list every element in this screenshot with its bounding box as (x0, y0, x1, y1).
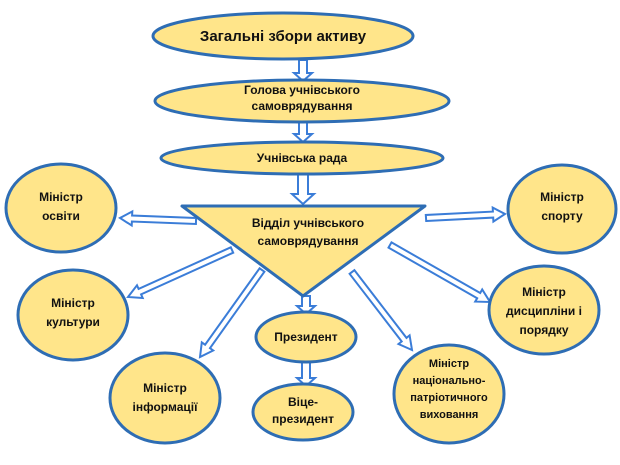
node-minister-patriotic-shape (392, 343, 506, 445)
node-minister-education-shape (4, 162, 118, 254)
node-head-line-2: самоврядування (252, 99, 353, 113)
node-vice-president-shape (251, 382, 355, 442)
node-president: Президент (254, 310, 358, 364)
node-minister-patriotic-line-3: патріотичного (410, 392, 488, 404)
node-president-label: Президент (274, 330, 338, 344)
arrows-layer (118, 59, 507, 388)
node-vice-president-line-1: Віце- (288, 395, 318, 409)
node-vice-president-label: Віце-президент (272, 395, 334, 426)
node-minister-patriotic: Міністр національно-патріотичного вихованн… (392, 343, 506, 445)
arrow-department-to-minister-patriotic (348, 268, 414, 352)
node-minister-discipline-shape (487, 264, 601, 356)
node-general-meeting-label: Загальні збори активу (200, 28, 367, 45)
node-minister-culture-label: Міністр культури (46, 296, 100, 329)
node-minister-information-shape (108, 351, 222, 445)
node-vice-president: Віце-президент (251, 382, 355, 442)
arrow-department-to-minister-sport (424, 205, 507, 224)
node-head-label: Голова учнівського самоврядування (244, 83, 360, 113)
node-department-label: Відділ учнівського самоврядування (252, 216, 364, 248)
node-general-meeting: Загальні збори активу (151, 11, 415, 61)
arrow-department-to-minister-education (118, 209, 198, 228)
arrow-head-to-council (291, 121, 315, 144)
node-minister-discipline-line-3: порядку (519, 323, 568, 337)
arrow-department-to-minister-culture (126, 245, 235, 300)
node-minister-education-line-1: Міністр (39, 190, 83, 204)
arrow-president-to-vice-president (294, 361, 318, 388)
node-department-line-2: самоврядування (258, 234, 359, 248)
node-council-shape (159, 140, 445, 176)
node-president-line-1: Президент (274, 330, 338, 344)
node-minister-sport-shape (506, 163, 618, 255)
arrow-general-meeting-to-head (291, 59, 315, 83)
node-minister-patriotic-label: Міністр національно-патріотичного вихованн… (410, 358, 488, 421)
node-minister-discipline-line-1: Міністр (522, 285, 566, 299)
node-general-meeting-line-1: Загальні збори активу (200, 28, 367, 45)
node-head: Голова учнівського самоврядування (153, 78, 451, 124)
node-minister-culture-shape (16, 268, 130, 362)
node-minister-education-line-2: освіти (42, 209, 80, 223)
node-minister-patriotic-line-1: Міністр (429, 358, 469, 370)
node-minister-discipline-label: Міністр дисципліни і порядку (506, 285, 582, 337)
arrow-department-to-minister-discipline (387, 241, 492, 304)
node-minister-culture: Міністр культури (16, 268, 130, 362)
node-minister-sport-line-1: Міністр (540, 190, 584, 204)
node-president-shape (254, 310, 358, 364)
node-minister-patriotic-line-4: виховання (420, 409, 479, 421)
node-council-line-1: Учнівська рада (257, 151, 348, 165)
node-minister-information-label: Міністр інформації (133, 381, 199, 414)
node-minister-sport-line-2: спорту (541, 209, 583, 223)
node-general-meeting-shape (151, 11, 415, 61)
node-council: Учнівська рада (159, 140, 445, 176)
node-head-line-1: Голова учнівського (244, 83, 360, 97)
node-vice-president-line-2: президент (272, 412, 334, 426)
node-minister-education: Міністр освіти (4, 162, 118, 254)
node-minister-education-label: Міністр освіти (39, 190, 83, 223)
node-head-shape (153, 78, 451, 124)
node-minister-culture-line-1: Міністр (51, 296, 95, 310)
node-department: Відділ учнівського самоврядування (180, 204, 427, 298)
node-minister-discipline: Міністр дисципліни і порядку (487, 264, 601, 356)
node-council-label: Учнівська рада (257, 151, 348, 165)
node-minister-sport: Міністр спорту (506, 163, 618, 255)
node-minister-culture-line-2: культури (46, 315, 100, 329)
node-minister-information: Міністр інформації (108, 351, 222, 445)
node-minister-information-line-2: інформації (133, 400, 199, 414)
arrow-council-to-department (289, 173, 317, 206)
arrow-department-to-minister-information (198, 266, 266, 359)
node-department-shape (180, 204, 427, 298)
node-minister-patriotic-line-2: національно- (413, 375, 486, 387)
node-minister-sport-label: Міністр спорту (540, 190, 584, 223)
arrow-department-to-president (294, 295, 318, 316)
node-minister-information-line-1: Міністр (143, 381, 187, 395)
node-minister-discipline-line-2: дисципліни і (506, 304, 582, 318)
node-department-line-1: Відділ учнівського (252, 216, 364, 230)
